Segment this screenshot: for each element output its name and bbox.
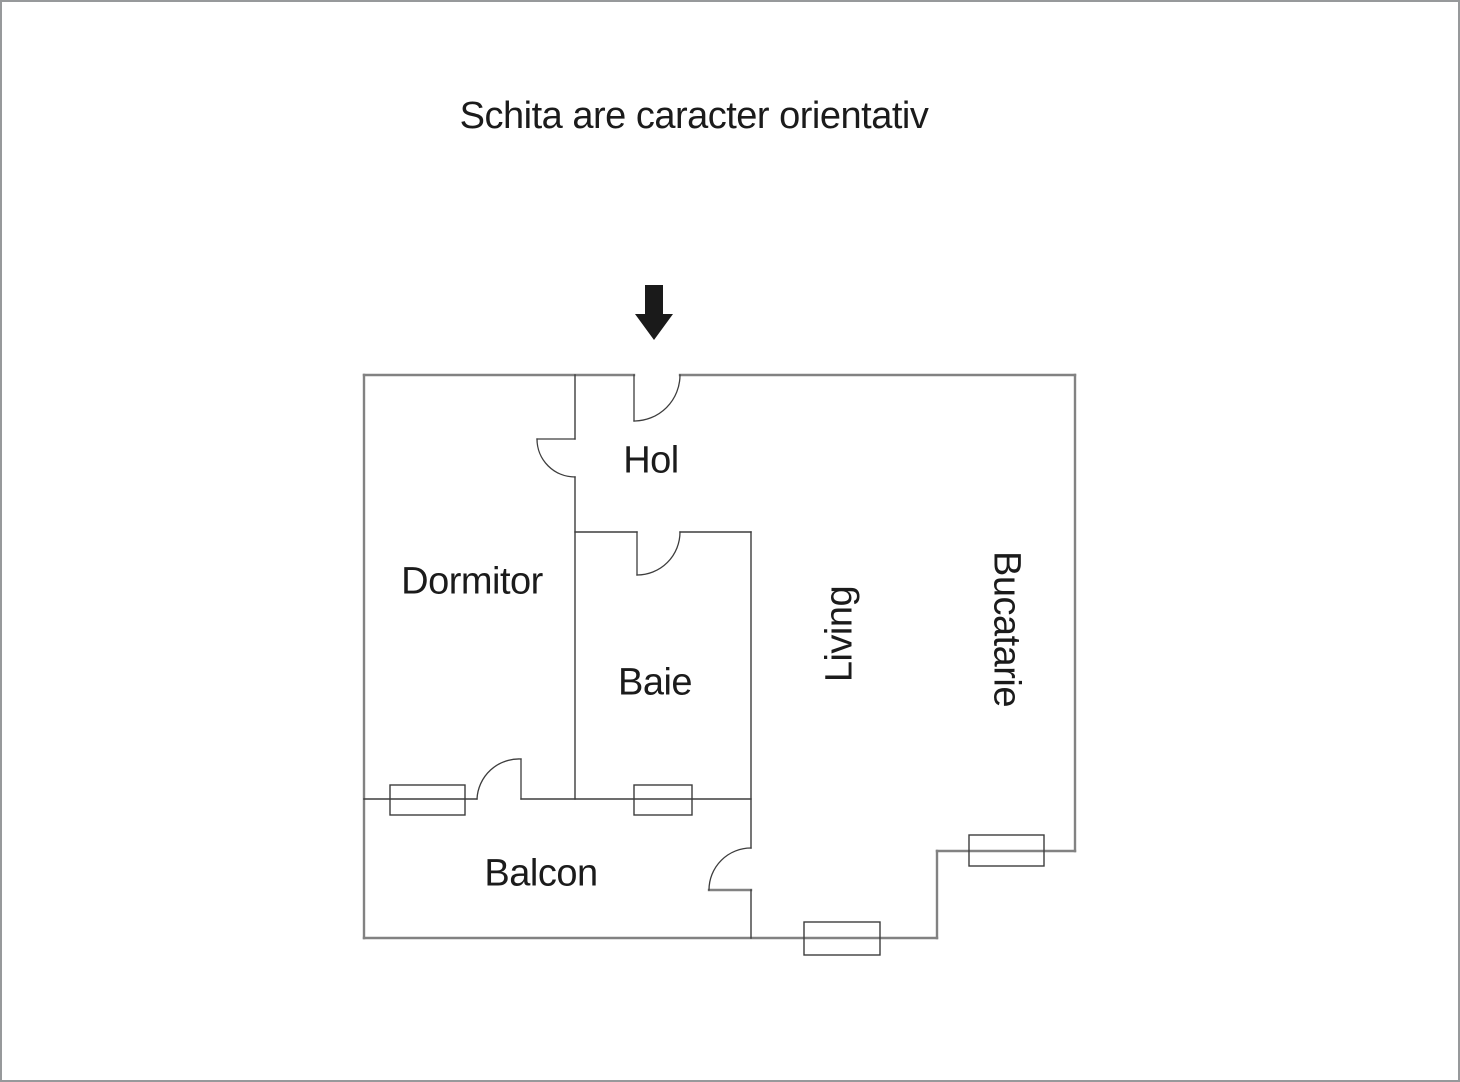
- page-title: Schita are caracter orientativ: [459, 95, 929, 137]
- room-label-baie: Baie: [617, 661, 693, 704]
- entrance-arrow-icon: [635, 285, 673, 340]
- baie-door-arc: [636, 531, 681, 576]
- doors: [476, 374, 752, 891]
- windows: [389, 784, 1045, 956]
- window-dormitor: [389, 784, 466, 816]
- room-label-living: Living: [818, 585, 861, 683]
- interior-walls: [363, 374, 752, 939]
- window-living: [803, 921, 881, 956]
- window-baie: [633, 784, 693, 816]
- balcon-living-door-arc: [708, 847, 752, 891]
- entrance-door-arc: [633, 374, 681, 422]
- room-label-hol: Hol: [623, 439, 679, 482]
- outer-walls: [362, 373, 1077, 940]
- dormitor-door-arc: [536, 438, 576, 478]
- dormitor-balcon-door-arc: [476, 758, 522, 800]
- window-bucatarie: [968, 834, 1045, 867]
- room-label-dormitor: Dormitor: [401, 560, 543, 603]
- room-label-bucatarie: Bucatarie: [985, 550, 1028, 708]
- room-label-balcon: Balcon: [484, 852, 598, 895]
